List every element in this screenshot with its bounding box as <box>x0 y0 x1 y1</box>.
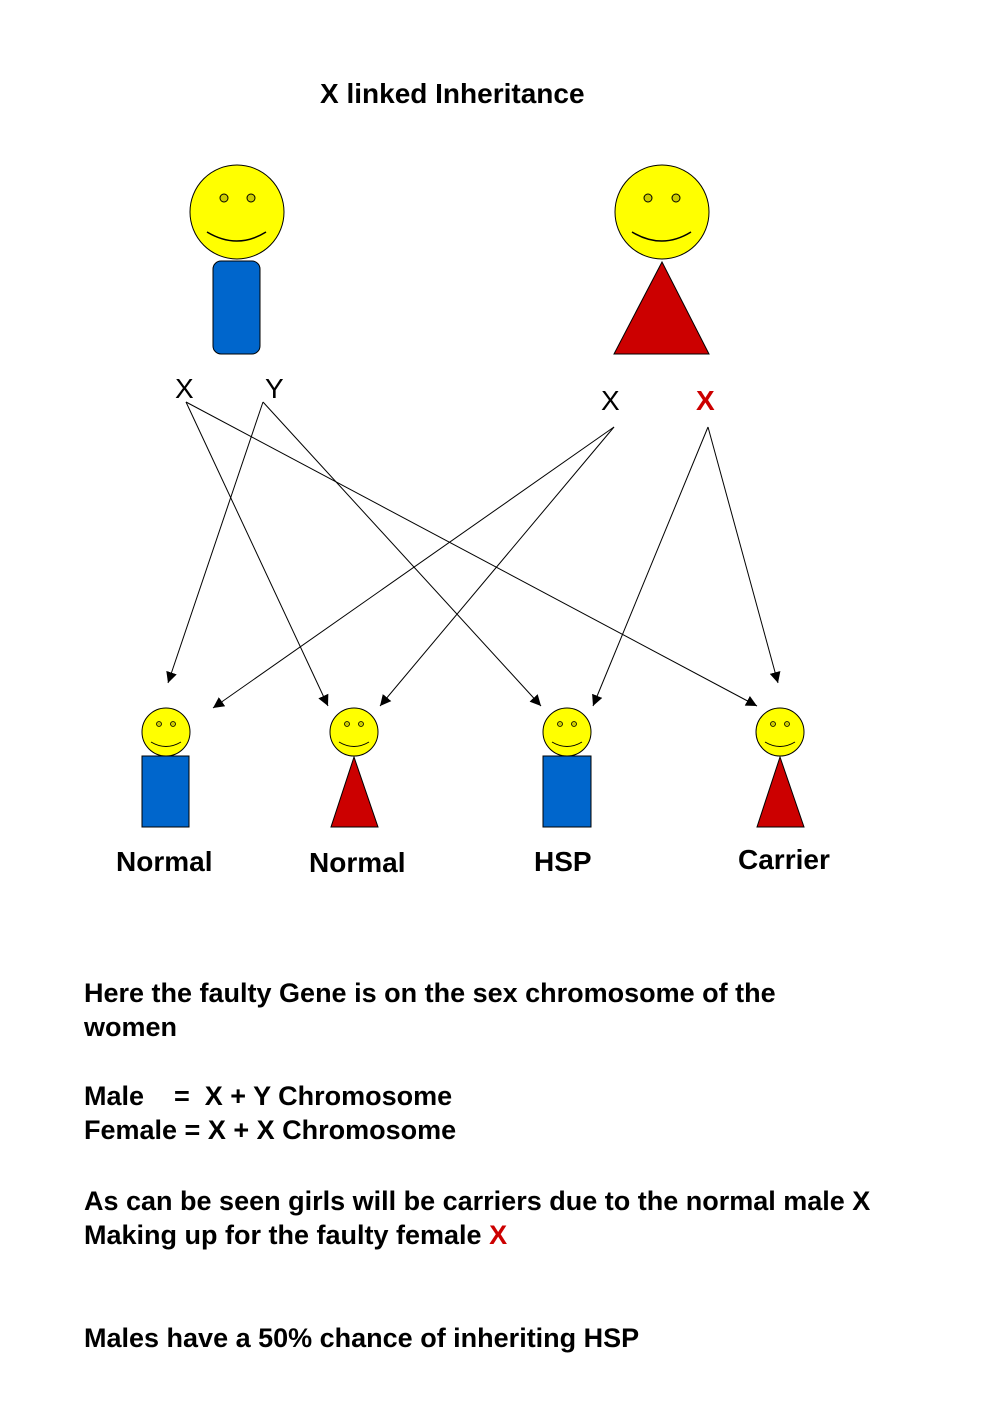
mother-face <box>614 164 710 260</box>
child-1-face <box>141 707 191 757</box>
child-1-smile <box>150 741 182 747</box>
child-2-figure <box>329 707 379 828</box>
female-chromosome-line: Female = X + X Chromosome <box>84 1115 457 1145</box>
diagram-title: X linked Inheritance <box>320 78 585 109</box>
child-4-label: Carrier <box>738 844 830 875</box>
child-2-smile <box>338 741 370 747</box>
faulty-x-highlight: X <box>489 1220 508 1250</box>
child-3-left-eye <box>557 721 563 727</box>
child-4-body <box>756 755 805 828</box>
child-4-left-eye <box>770 721 776 727</box>
father-smile <box>206 231 267 242</box>
arrow-mother-faulty-x-to-child-3 <box>592 426 709 707</box>
child-3-face <box>542 707 592 757</box>
child-2-right-eye <box>358 721 364 727</box>
carrier-explanation-line: As can be seen girls will be carriers du… <box>84 1186 871 1216</box>
child-4-smile <box>764 741 796 747</box>
arrow-father-y-to-child-3 <box>262 401 542 707</box>
faulty-explanation-line: Making up for the faulty female X <box>84 1218 914 1252</box>
arrow-mother-faulty-x-to-child-4 <box>707 426 781 684</box>
father-left-eye <box>219 193 229 203</box>
child-3-body <box>542 755 592 828</box>
inheritance-arrows <box>166 401 781 709</box>
mother-left-eye <box>643 193 653 203</box>
child-4-face <box>755 707 805 757</box>
male-chromosome-line: Male = X + Y Chromosome <box>84 1081 453 1111</box>
child-3-figure <box>542 707 592 828</box>
child-3-label: HSP <box>534 846 592 877</box>
arrow-father-x-to-child-2 <box>185 401 329 707</box>
arrow-father-x-to-child-4 <box>185 401 758 707</box>
faulty-explanation-text: Making up for the faulty female <box>84 1220 490 1250</box>
explanation-paragraph-1: Here the faulty Gene is on the sex chrom… <box>84 978 776 1042</box>
father-right-eye <box>246 193 256 203</box>
father-face <box>189 164 285 260</box>
father-allele-x: X <box>175 373 194 404</box>
mother-smile <box>631 231 692 242</box>
father-figure <box>189 164 285 355</box>
arrow-mother-x-to-child-1 <box>212 426 615 709</box>
explanation-paragraph-4: Males have a 50% chance of inheriting HS… <box>84 1323 640 1353</box>
child-4-right-eye <box>784 721 790 727</box>
child-1-label: Normal <box>116 846 213 877</box>
child-3-right-eye <box>571 721 577 727</box>
explanation-chromosomes: Male = X + Y Chromosome Female = X + X C… <box>84 1079 914 1147</box>
child-2-face <box>329 707 379 757</box>
father-body <box>212 260 261 355</box>
child-2-body <box>330 755 379 828</box>
father-allele-y: Y <box>265 373 284 404</box>
child-4-figure <box>755 707 805 828</box>
child-2-label: Normal <box>309 847 406 878</box>
mother-right-eye <box>671 193 681 203</box>
mother-allele-x: X <box>601 385 620 416</box>
mother-faulty-allele-x: X <box>696 385 715 416</box>
explanation-paragraph-3: As can be seen girls will be carriers du… <box>84 1184 914 1252</box>
child-1-figure <box>141 707 191 828</box>
mother-figure <box>613 164 710 355</box>
arrow-mother-x-to-child-2 <box>379 426 615 707</box>
arrow-father-y-to-child-1 <box>166 401 264 684</box>
child-1-body <box>141 755 190 828</box>
child-3-smile <box>551 741 583 747</box>
child-2-left-eye <box>344 721 350 727</box>
mother-body <box>613 260 710 355</box>
child-1-right-eye <box>170 721 176 727</box>
child-1-left-eye <box>156 721 162 727</box>
